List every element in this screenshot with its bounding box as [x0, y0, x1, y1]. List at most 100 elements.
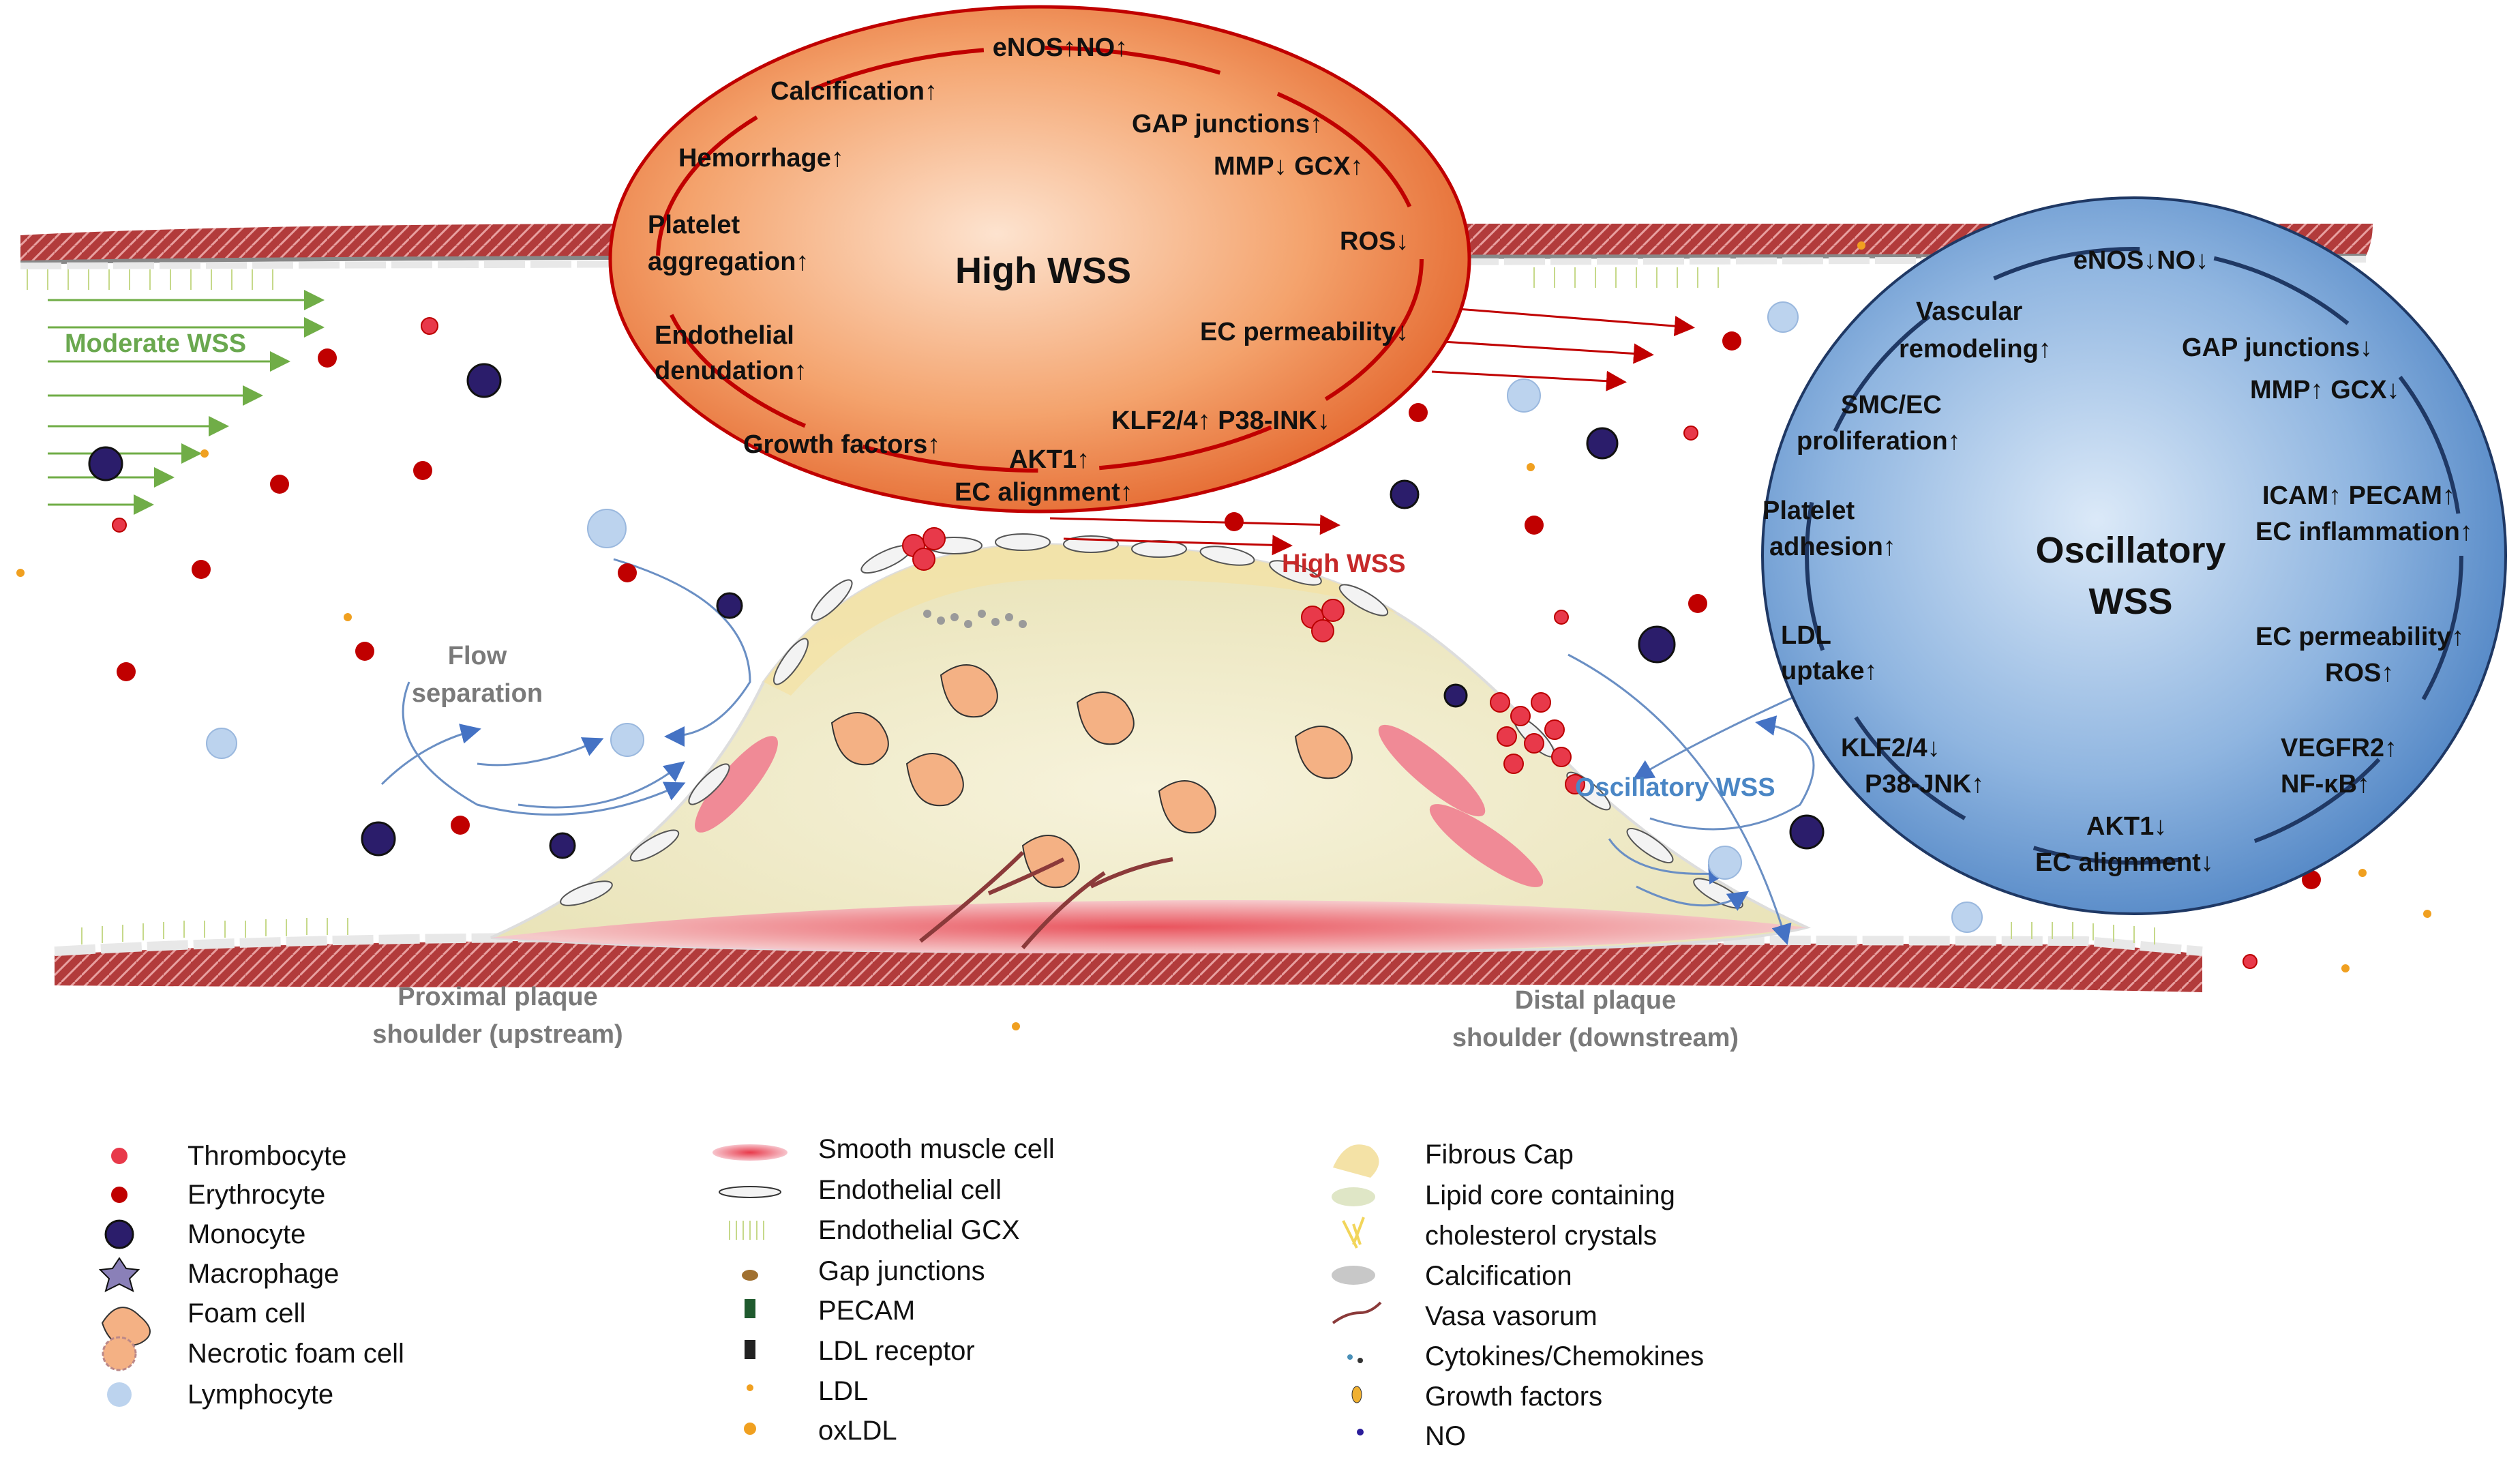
oscillatory-wss-inner-ring: [1805, 247, 2463, 865]
high-wss-title: High WSS: [955, 250, 1131, 291]
legend-item: PECAM: [818, 1295, 916, 1326]
ldl-particles: [16, 241, 2431, 1030]
high-wss-item: Endothelial: [655, 321, 794, 350]
legend-item: Macrophage: [188, 1258, 340, 1289]
osc-wss-item: proliferation↑: [1797, 427, 1961, 456]
osc-wss-item: EC alignment↓: [2035, 848, 2214, 877]
macrophage-icon: [98, 1257, 140, 1292]
legend-item: Smooth muscle cell: [818, 1133, 1055, 1164]
osc-wss-item: Platelet: [1762, 496, 1855, 525]
proximal-label-2: shoulder (upstream): [372, 1020, 623, 1049]
osc-wss-title-2: WSS: [2088, 581, 2173, 622]
osc-wss-item: SMC/EC: [1841, 391, 1942, 419]
ldl-icon: [747, 1384, 753, 1391]
legend-item: Fibrous Cap: [1425, 1139, 1574, 1170]
osc-wss-item: EC permeability↑: [2255, 623, 2465, 651]
osc-wss-item: uptake↑: [1781, 657, 1878, 685]
osc-wss-item: NF-κB↑: [2281, 770, 2370, 799]
proximal-label-1: Proximal plaque: [397, 983, 598, 1011]
smooth-muscle-cell-icon: [712, 1144, 787, 1161]
endothelial-cell-icon: [719, 1186, 781, 1198]
ldl-receptor-icon: [745, 1340, 755, 1359]
top-gcx: [27, 267, 1719, 290]
high-wss-item: EC alignment↑: [955, 478, 1133, 507]
osc-wss-item: eNOS↓NO↓: [2073, 246, 2209, 275]
osc-wss-item: KLF2/4↓: [1841, 734, 1940, 762]
cholesterol-crystals-icon: [1342, 1217, 1365, 1249]
legend-item: Necrotic foam cell: [188, 1338, 404, 1369]
osc-wss-item: ROS↑: [2325, 659, 2395, 687]
plaque: [490, 543, 1811, 954]
calcification-icon: [1332, 1266, 1375, 1285]
fibrous-cap-icon: [1333, 1144, 1379, 1178]
legend-item: Endothelial GCX: [818, 1215, 1020, 1245]
legend-item: Erythrocyte: [188, 1179, 326, 1210]
oxldl-icon: [744, 1423, 756, 1435]
legend-item: LDL receptor: [818, 1335, 975, 1366]
high-wss-item: ROS↓: [1340, 227, 1409, 256]
osc-wss-title-1: Oscillatory: [2035, 530, 2226, 571]
legend-item: Foam cell: [188, 1298, 306, 1328]
legend-item: Growth factors: [1425, 1381, 1603, 1412]
legend-item: oxLDL: [818, 1415, 897, 1446]
osc-wss-item: EC inflammation↑: [2255, 518, 2473, 546]
legend-item: Endothelial cell: [818, 1174, 1002, 1205]
lymphocyte-icon: [107, 1382, 132, 1407]
high-wss-item: MMP↓ GCX↑: [1214, 152, 1364, 181]
endothelial-gcx-icon: [729, 1221, 764, 1240]
lymphocytes: [206, 301, 1983, 933]
high-wss-item: Growth factors↑: [743, 430, 941, 459]
osc-wss-item: remodeling↑: [1899, 335, 2052, 363]
high-wss-item: Platelet: [648, 211, 740, 239]
bottom-gcx: [81, 918, 2155, 944]
osc-wss-item: AKT1↓: [2086, 812, 2168, 841]
necrotic-foam-cell-icon: [102, 1336, 137, 1371]
legend-item: Lymphocyte: [188, 1379, 334, 1410]
osc-wss-item: MMP↑ GCX↓: [2250, 376, 2400, 404]
legend-item: NO: [1425, 1420, 1466, 1451]
legend-item: Lipid core containing: [1425, 1180, 1675, 1210]
cytokines-icon: [1347, 1354, 1363, 1363]
high-wss-item: eNOS↑NO↑: [992, 33, 1128, 62]
flow-separation-swirls: [380, 558, 1828, 945]
osc-wss-item: adhesion↑: [1769, 533, 1896, 561]
legend-item: cholesterol crystals: [1425, 1220, 1657, 1251]
legend-item: Cytokines/Chemokines: [1425, 1341, 1705, 1371]
osc-wss-item: GAP junctions↓: [2182, 333, 2373, 362]
gap-junctions-icon: [742, 1270, 758, 1281]
growth-factors-icon: [1351, 1386, 1362, 1403]
high-wss-item: AKT1↑: [1009, 445, 1090, 474]
osc-wss-item: LDL: [1781, 621, 1831, 650]
lipid-core-icon: [1332, 1187, 1375, 1206]
flow-separation-label-1: Flow: [447, 642, 507, 670]
thrombocytes: [112, 317, 2258, 969]
distal-label-2: shoulder (downstream): [1452, 1024, 1739, 1052]
osc-wss-item: ICAM↑ PECAM↑: [2262, 481, 2455, 510]
flow-separation-label-2: separation: [411, 679, 543, 708]
pecam-icon: [745, 1299, 755, 1318]
legend-item: Calcification: [1425, 1260, 1572, 1291]
high-wss-item: Calcification↑: [770, 77, 937, 106]
high-wss-item: EC permeability↓: [1200, 318, 1409, 346]
thrombocyte-icon: [111, 1148, 127, 1164]
legend-item: Monocyte: [188, 1219, 306, 1249]
high-wss-item: aggregation↑: [648, 248, 809, 276]
high-wss-inner-ring: [656, 46, 1424, 473]
distal-label-1: Distal plaque: [1514, 986, 1677, 1015]
high-wss-arrows: [1049, 306, 1695, 556]
legend-item: Vasa vasorum: [1425, 1300, 1597, 1331]
osc-wss-item: P38-JNK↑: [1865, 770, 1985, 799]
monocyte-icon: [104, 1219, 134, 1249]
high-wss-ellipse: [608, 5, 1471, 514]
high-wss-item: Hemorrhage↑: [678, 144, 844, 173]
erythrocyte-icon: [111, 1187, 127, 1203]
high-wss-item: KLF2/4↑ P38-INK↓: [1111, 406, 1330, 435]
osc-wss-item: VEGFR2↑: [2281, 734, 2398, 762]
vasa-vasorum-icon: [1332, 1301, 1382, 1324]
oscillatory-wss-circle: [1761, 196, 2507, 915]
moderate-wss-label: Moderate WSS: [65, 329, 247, 358]
monocytes: [88, 363, 2348, 859]
legend-icons: [98, 1144, 1382, 1435]
legend-item: LDL: [818, 1375, 869, 1406]
